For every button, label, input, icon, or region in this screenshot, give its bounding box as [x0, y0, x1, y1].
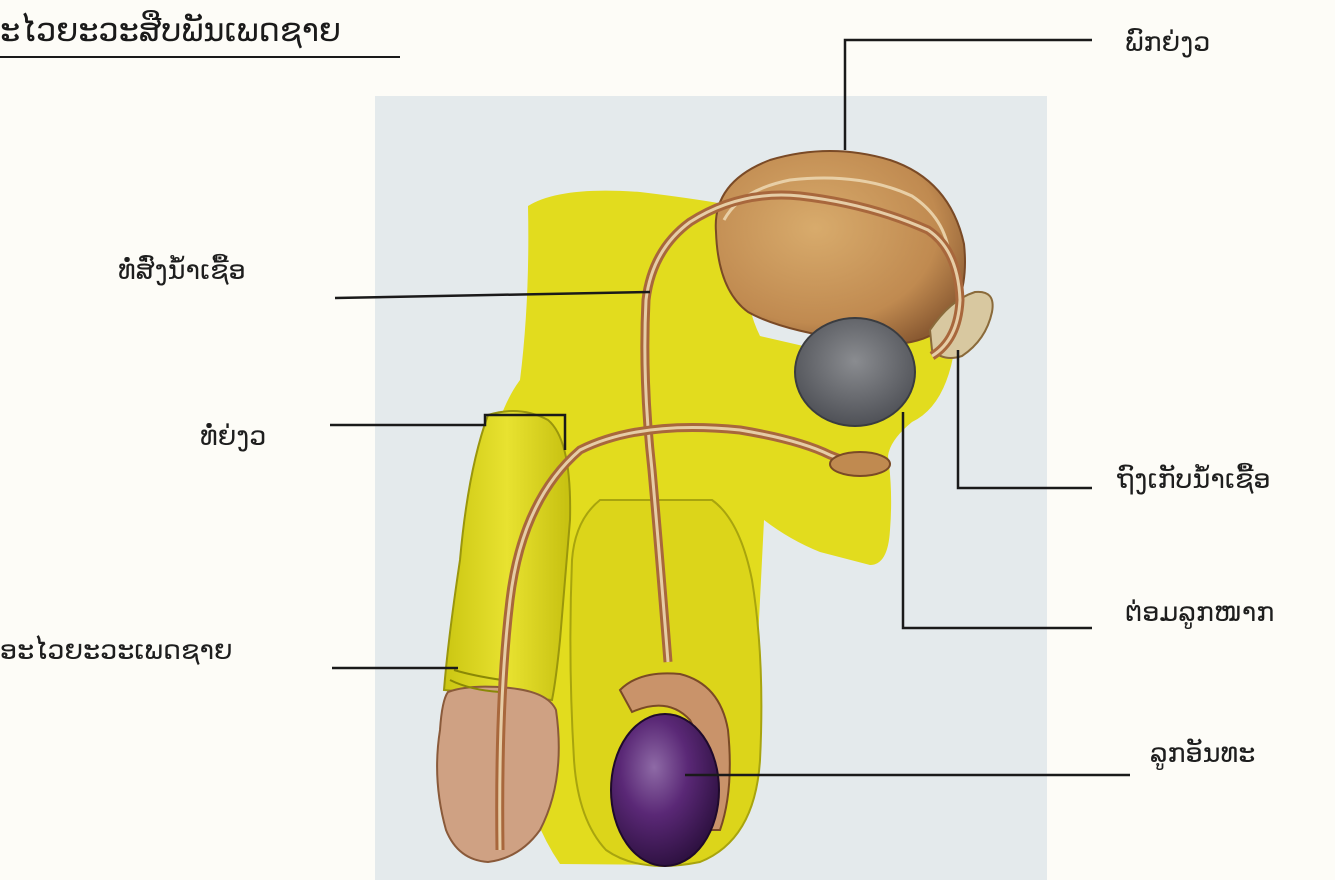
label-vas-deferens: ທໍ່ສົ່ງນ້ຳເຊື້ອ — [118, 254, 246, 288]
bulb-of-urethra — [830, 452, 890, 476]
label-testis: ລູກອັນທະ — [1150, 737, 1255, 771]
label-bladder: ພົກຍ່ງວ — [1125, 26, 1210, 60]
label-prostate: ຕ່ອມລູກໜາກ — [1125, 596, 1274, 630]
title-underline — [0, 56, 400, 58]
testis — [611, 714, 719, 866]
label-penis: ອະໄວຍະວະເພດຊາຍ — [0, 634, 233, 668]
label-seminal-vesicle: ຖົງເກັບນ້ຳເຊື້ອ — [1117, 463, 1271, 497]
label-urethra: ທໍ່ຍ່ງວ — [200, 420, 266, 454]
prostate — [795, 318, 915, 426]
diagram-title: ະໄວຍະວະສືບພັນເພດຊາຍ — [0, 10, 341, 50]
